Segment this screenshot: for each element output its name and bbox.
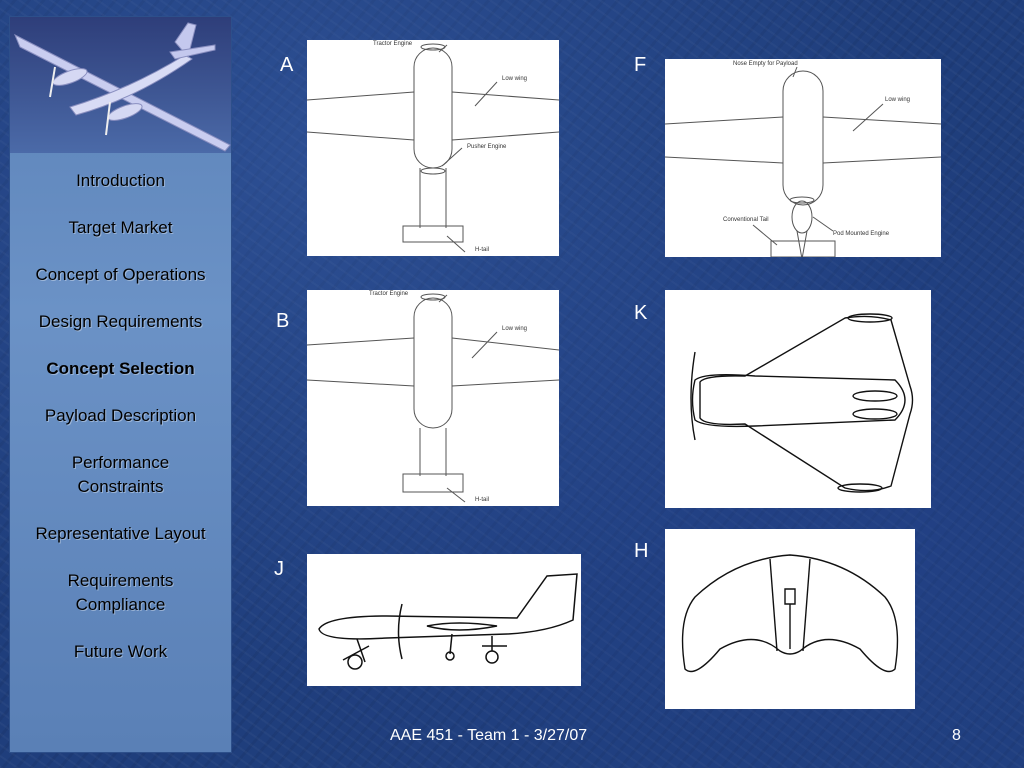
sidebar: Introduction Target Market Concept of Op… <box>9 16 232 753</box>
callout-tractor-engine: Tractor Engine <box>373 41 413 47</box>
concept-label-k: K <box>634 302 648 324</box>
concept-label-f: F <box>634 54 647 76</box>
callout-nose-empty: Nose Empty for Payload <box>733 61 798 67</box>
concept-label-h: H <box>634 540 649 562</box>
callout-conventional-tail: Conventional Tail <box>723 217 769 223</box>
concept-label-b: B <box>276 310 290 332</box>
nav-item-requirements-compliance[interactable]: Requirements Compliance <box>67 571 174 614</box>
nav-item-performance-constraints[interactable]: Performance Constraints <box>71 453 170 496</box>
nav-item-future-work[interactable]: Future Work <box>73 642 168 661</box>
concept-label-j: J <box>274 558 284 580</box>
callout-pusher-engine: Pusher Engine <box>467 144 507 150</box>
navigation-menu: Introduction Target Market Concept of Op… <box>10 169 231 687</box>
nav-item-concept-of-operations[interactable]: Concept of Operations <box>35 265 206 284</box>
slide-number: 8 <box>952 727 961 744</box>
aircraft-render-image <box>10 17 231 153</box>
callout-low-wing: Low wing <box>502 76 527 82</box>
nav-item-introduction[interactable]: Introduction <box>76 171 165 190</box>
concept-h-sketch <box>665 529 915 709</box>
concept-b-drawing: Tractor Engine Low wing H-tail <box>307 290 559 506</box>
concept-k-sketch <box>665 290 931 508</box>
callout-pod-mounted-engine: Pod Mounted Engine <box>833 231 890 237</box>
nav-item-representative-layout[interactable]: Representative Layout <box>35 524 206 543</box>
callout-h-tail: H-tail <box>475 497 489 503</box>
nav-item-payload-description[interactable]: Payload Description <box>44 406 197 425</box>
nav-item-design-requirements[interactable]: Design Requirements <box>38 312 203 331</box>
callout-tractor-engine: Tractor Engine <box>369 291 409 297</box>
concept-a-drawing: Tractor Engine Low wing Pusher Engine H-… <box>307 40 559 256</box>
concept-f-drawing: Nose Empty for Payload Low wing Conventi… <box>665 59 941 257</box>
concept-label-a: A <box>280 54 294 76</box>
callout-low-wing: Low wing <box>502 326 527 332</box>
concept-j-sketch <box>307 554 581 686</box>
slide-footer: AAE 451 - Team 1 - 3/27/07 <box>390 727 588 744</box>
callout-h-tail: H-tail <box>475 247 489 253</box>
nav-item-concept-selection[interactable]: Concept Selection <box>46 359 195 378</box>
callout-low-wing: Low wing <box>885 97 910 103</box>
nav-item-target-market[interactable]: Target Market <box>68 218 173 237</box>
